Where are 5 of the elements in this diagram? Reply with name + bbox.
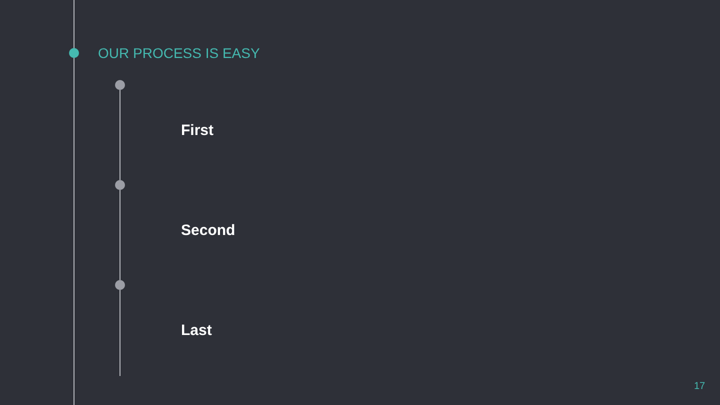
step-label: Last [181,322,212,340]
step-label: First [181,122,214,140]
page-number: 17 [694,381,706,393]
step-label: Second [181,222,236,240]
slide-title: OUR PROCESS IS EASY [98,44,260,62]
